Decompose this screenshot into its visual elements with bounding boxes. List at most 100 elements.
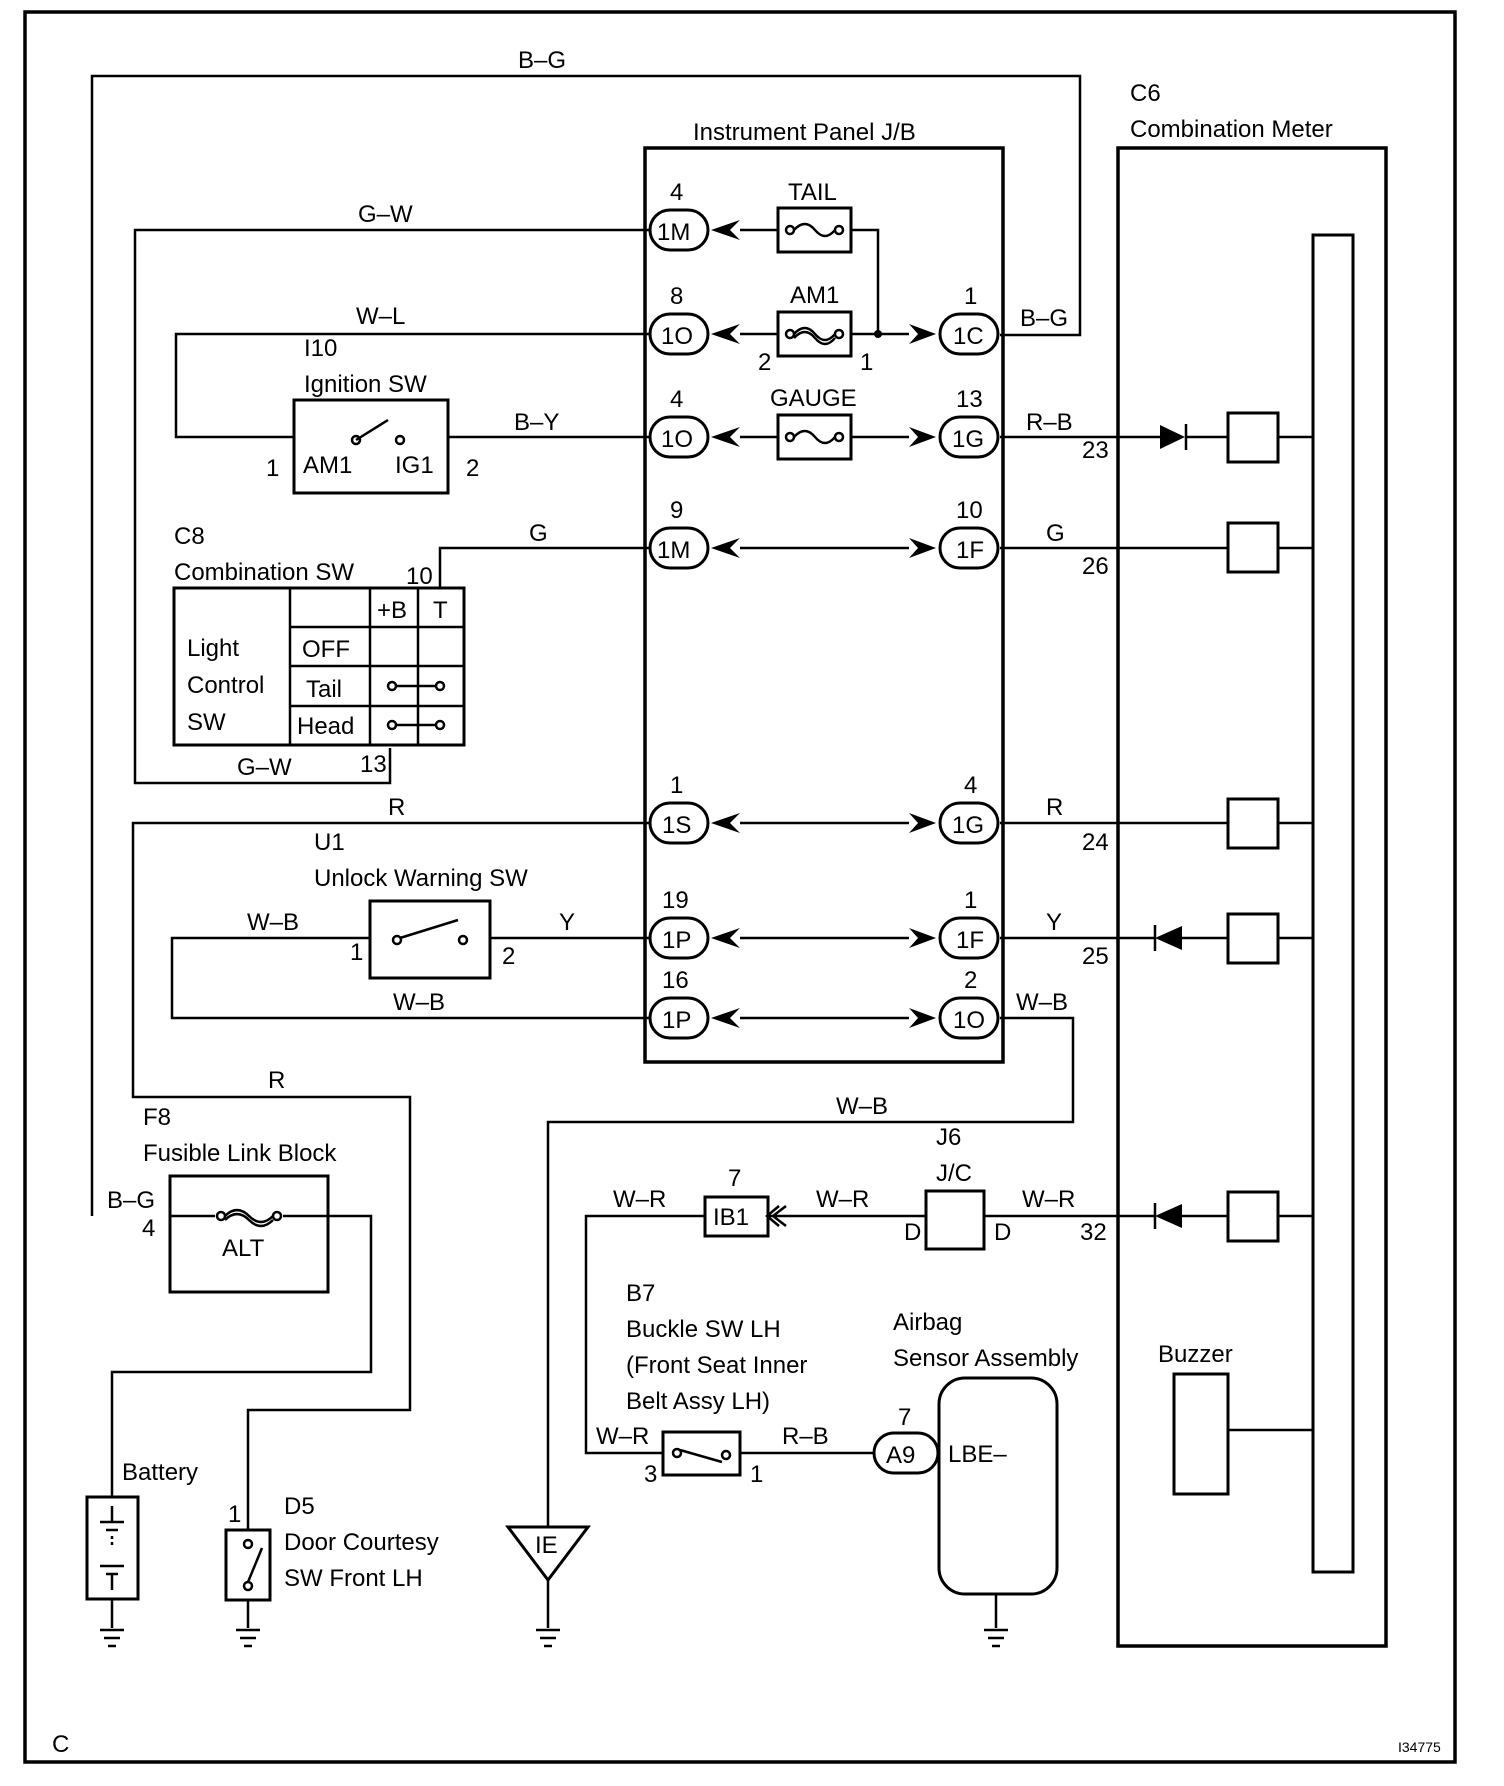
svg-text:1O: 1O (661, 323, 693, 350)
instrument-panel-jb: Instrument Panel J/B TAIL AM1 2 1 GAUGE (643, 119, 1005, 1064)
indicator-box (1226, 797, 1280, 850)
fusible-link-block: F8 Fusible Link Block ALT 4 (142, 1104, 337, 1294)
wire-label: R–B (1026, 409, 1073, 436)
jb-box (643, 146, 1005, 1064)
page-border (23, 10, 1457, 1764)
fuse-am1: AM1 2 1 (758, 282, 873, 376)
switch-contact-icon (679, 1448, 723, 1464)
svg-text:1O: 1O (661, 426, 693, 453)
component-code: C6 (1130, 80, 1161, 107)
wire-label: G (1046, 520, 1065, 547)
component-name: Belt Assy LH) (626, 1388, 770, 1415)
wire-label: G (529, 520, 548, 547)
svg-text:1: 1 (228, 1501, 241, 1528)
svg-text:T: T (433, 597, 448, 624)
svg-text:1M: 1M (657, 537, 690, 564)
svg-text:IG1: IG1 (395, 452, 434, 479)
wire-label: W–B (836, 1093, 888, 1120)
combination-meter: C6 Combination Meter 23 26 24 25 32 (1080, 80, 1388, 1648)
component-code: B7 (626, 1280, 655, 1307)
svg-text:1: 1 (964, 887, 977, 914)
component-name: J/C (936, 1160, 972, 1187)
meter-bus (1311, 233, 1355, 1574)
indicator-box (1226, 912, 1280, 965)
svg-text:1: 1 (750, 1461, 763, 1488)
wire-label: G–W (237, 754, 292, 781)
combination-switch: C8 Combination SW 10 +B T OFF Tail Head … (172, 523, 466, 778)
connector-1o-4: 4 1O (648, 386, 740, 459)
switch-contact-icon (355, 418, 389, 442)
component-name: Airbag (893, 1309, 962, 1336)
svg-text:4: 4 (964, 772, 977, 799)
connector-1g-13: 13 1G (909, 386, 1000, 459)
svg-text:A9: A9 (886, 1442, 915, 1469)
left-connectors: 4 1M 8 1O 4 1O 9 1M (648, 179, 740, 1040)
svg-text:23: 23 (1082, 437, 1109, 464)
wire-label: B–G (1020, 305, 1068, 332)
svg-text:26: 26 (1082, 553, 1109, 580)
wire-label: B–G (107, 1187, 155, 1214)
svg-text:IE: IE (535, 1532, 558, 1559)
ground-icon (98, 1628, 126, 1648)
component-code: F8 (143, 1104, 171, 1131)
svg-text:SW: SW (187, 709, 226, 736)
component-name: Combination Meter (1130, 116, 1333, 143)
connector-arrow-icon (765, 1205, 787, 1227)
svg-text:Tail: Tail (306, 676, 342, 703)
ground-symbols (98, 1628, 1010, 1648)
fuse-gauge: GAUGE (770, 385, 857, 461)
ground-ie: IE (504, 1525, 592, 1583)
ground-icon (234, 1628, 262, 1648)
connector-1p-16: 16 1P (648, 967, 740, 1040)
wires (90, 74, 1228, 1628)
connector-1m-9: 9 1M (648, 497, 740, 570)
svg-text:1: 1 (350, 939, 363, 966)
svg-text:1G: 1G (952, 812, 984, 839)
svg-text:OFF: OFF (302, 636, 350, 663)
svg-text:1C: 1C (953, 323, 984, 350)
svg-text:+B: +B (377, 597, 407, 624)
diode-icon (1155, 1204, 1182, 1228)
continuity-markers (386, 680, 446, 731)
fuse-tail: TAIL (776, 179, 853, 254)
connector-ib1: 7 IB1 (703, 1165, 787, 1238)
wire-label: Y (1046, 909, 1062, 936)
fuse-label: TAIL (788, 179, 837, 206)
wire-label: G–W (358, 201, 413, 228)
connector-1m-4: 4 1M (648, 179, 740, 252)
indicator-box (1226, 1190, 1280, 1243)
figure-id: I34775 (1398, 1739, 1441, 1755)
svg-text:Control: Control (187, 672, 264, 699)
svg-text:1: 1 (860, 349, 873, 376)
component-code: D5 (284, 1493, 315, 1520)
junction-connector-j6: J6 J/C D D (904, 1124, 1011, 1251)
svg-text:7: 7 (728, 1165, 741, 1192)
fuse-icon (793, 429, 836, 445)
svg-text:IB1: IB1 (713, 1204, 749, 1231)
component-name: Buckle SW LH (626, 1316, 781, 1343)
svg-text:LBE–: LBE– (948, 1441, 1007, 1468)
component-code: C8 (174, 523, 205, 550)
battery-icon (100, 1506, 124, 1590)
svg-text:2: 2 (964, 967, 977, 994)
component-name: SW Front LH (284, 1565, 423, 1592)
wire-label: R (268, 1067, 285, 1094)
svg-text:4: 4 (670, 386, 683, 413)
svg-text:7: 7 (898, 1404, 911, 1431)
buzzer-icon (1172, 1372, 1230, 1496)
diode-icon (1155, 926, 1182, 950)
fusible-link-icon (793, 326, 836, 342)
svg-text:AM1: AM1 (303, 452, 352, 479)
connector-1g-4: 4 1G (909, 772, 1000, 845)
svg-text:ALT: ALT (222, 1235, 265, 1262)
jb-title: Instrument Panel J/B (693, 119, 916, 146)
fuse-label: AM1 (790, 282, 839, 309)
right-connectors: 1 1C 13 1G 10 1F 4 1G (909, 283, 1000, 1040)
wire-color-labels: B–G G–W W–L B–Y G G–W R W–B Y W–B R B–G … (107, 47, 1075, 1450)
svg-text:32: 32 (1080, 1219, 1107, 1246)
airbag-sensor-assembly: Airbag Sensor Assembly 7 A9 LBE– (872, 1309, 1078, 1596)
wire-label: W–B (1016, 989, 1068, 1016)
wire-label: W–R (596, 1423, 649, 1450)
wire-label: W–B (393, 989, 445, 1016)
